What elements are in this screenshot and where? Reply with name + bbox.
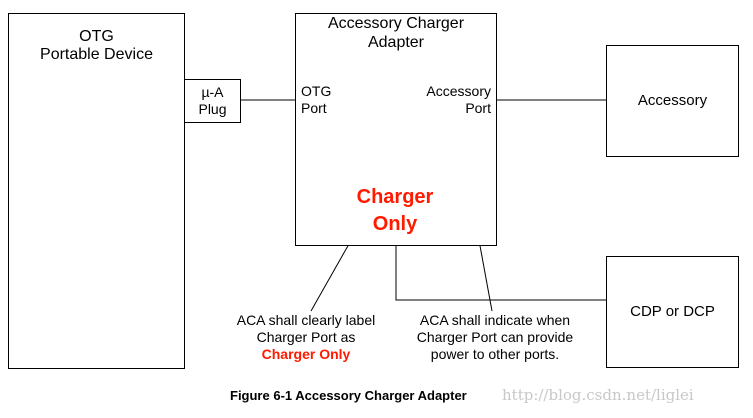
cdp-dcp-label: CDP or DCP	[630, 303, 715, 320]
plug-label-line1: µ-A	[201, 84, 224, 100]
aca-title-line2: Adapter	[367, 34, 425, 51]
note-label-line2: Charger Port as	[256, 329, 356, 345]
accessory-box	[606, 45, 739, 157]
otg-port-label-line2: Port	[301, 100, 327, 116]
plug-label-line2: Plug	[198, 101, 227, 117]
cdp-dcp-box	[606, 256, 739, 368]
note-indicate-line2: Charger Port can provide	[416, 329, 574, 345]
otg-device-label-line2: Portable Device	[40, 46, 153, 63]
accessory-label: Accessory	[637, 92, 708, 109]
otg-device-label-line1: OTG	[79, 28, 114, 45]
watermark: http://blog.csdn.net/liglei	[502, 386, 694, 404]
otg-portable-device-box	[8, 13, 185, 369]
note-label-line1: ACA shall clearly label	[236, 312, 376, 328]
otg-port-label-line1: OTG	[301, 83, 332, 99]
accessory-port-label-line2: Port	[465, 100, 491, 116]
figure-caption: Figure 6-1 Accessory Charger Adapter	[230, 388, 467, 403]
aca-box	[295, 13, 497, 246]
note-label-line3: Charger Only	[261, 346, 351, 362]
accessory-port-label-line1: Accessory	[426, 83, 491, 99]
charger-only-label-line2: Only	[372, 213, 418, 235]
note-indicate-line1: ACA shall indicate when	[419, 312, 571, 328]
micro-a-plug-box	[184, 79, 241, 123]
charger-only-label-line1: Charger	[356, 186, 434, 208]
note-indicate-line3: power to other ports.	[430, 346, 560, 362]
aca-title-line1: Accessory Charger	[327, 15, 465, 32]
wire-aca-to-cdp	[395, 245, 607, 301]
